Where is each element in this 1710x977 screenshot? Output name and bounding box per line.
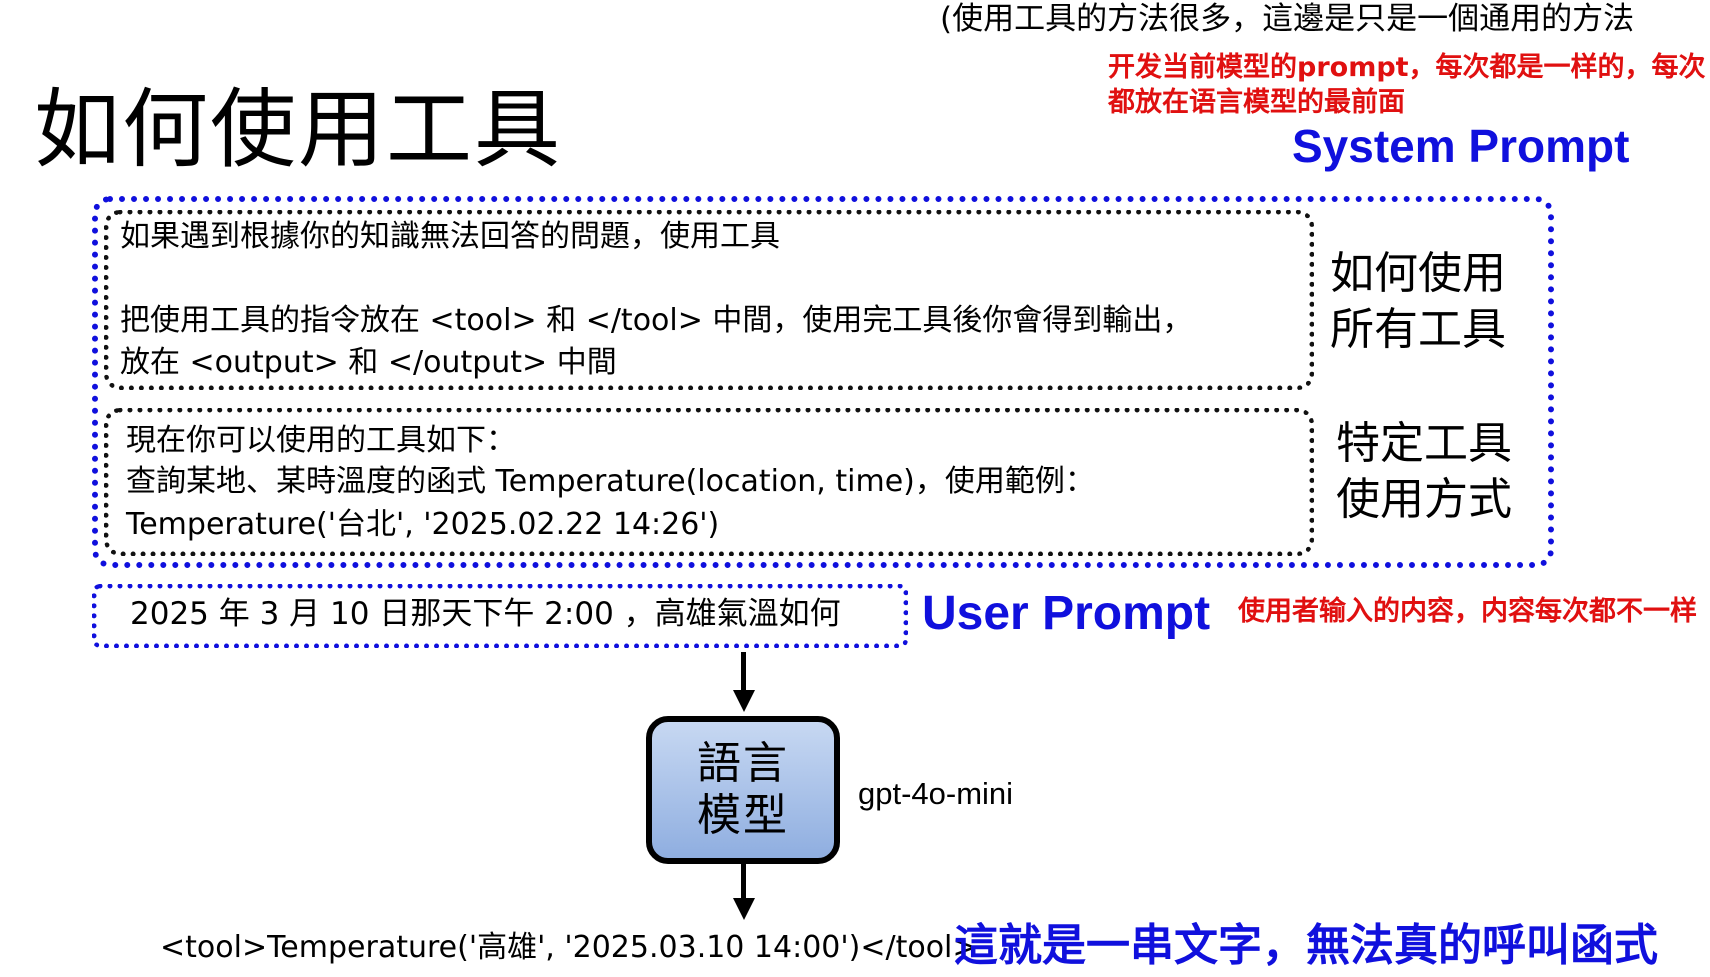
model-name: gpt-4o-mini xyxy=(858,776,1014,811)
general-side-label: 如何使用所有工具 xyxy=(1330,248,1506,355)
arrow-to-model xyxy=(741,652,746,692)
system-prompt-label: System Prompt xyxy=(1292,120,1630,172)
language-model-box: 語言模型 xyxy=(646,716,840,864)
specific-tool-line: 查詢某地、某時溫度的函式 Temperature(location, time)… xyxy=(126,464,1095,499)
user-prompt-label: User Prompt xyxy=(922,587,1211,640)
general-instruction-line: 如果遇到根據你的知識無法回答的問題，使用工具 xyxy=(120,219,780,254)
page-title: 如何使用工具 xyxy=(34,80,562,180)
general-instructions-box xyxy=(104,210,1314,390)
specific-tool-line: Temperature('台北', '2025.02.22 14:26') xyxy=(126,507,720,542)
language-model-label: 語言模型 xyxy=(697,738,789,841)
arrow-head-to-model xyxy=(733,690,755,712)
general-instruction-line: 把使用工具的指令放在 <tool> 和 </tool> 中間，使用完工具後你會得… xyxy=(120,303,1193,338)
specific-tool-line: 現在你可以使用的工具如下： xyxy=(126,423,516,458)
specific-side-label: 特定工具使用方式 xyxy=(1336,418,1512,525)
arrow-to-output xyxy=(741,862,746,902)
specific-tool-box xyxy=(104,408,1314,556)
system-prompt-box xyxy=(92,196,1554,568)
user-prompt-text: 2025 年 3 月 10 日那天下午 2:00 ，高雄氣溫如何 xyxy=(130,596,841,632)
system-prompt-note: 开发当前模型的prompt，每次都是一样的，每次都放在语言模型的最前面 xyxy=(1108,52,1706,118)
user-prompt-note: 使用者输入的内容，内容每次都不一样 xyxy=(1238,596,1697,627)
user-prompt-box xyxy=(92,584,908,648)
general-instruction-line: 放在 <output> 和 </output> 中間 xyxy=(120,345,617,380)
output-note: 這就是一串文字，無法真的呼叫函式 xyxy=(954,920,1658,971)
model-output-text: <tool>Temperature('高雄', '2025.03.10 14:0… xyxy=(160,930,978,965)
top-note: (使用工具的方法很多，這邊是只是一個通用的方法 xyxy=(940,1,1635,37)
arrow-head-to-output xyxy=(733,898,755,920)
